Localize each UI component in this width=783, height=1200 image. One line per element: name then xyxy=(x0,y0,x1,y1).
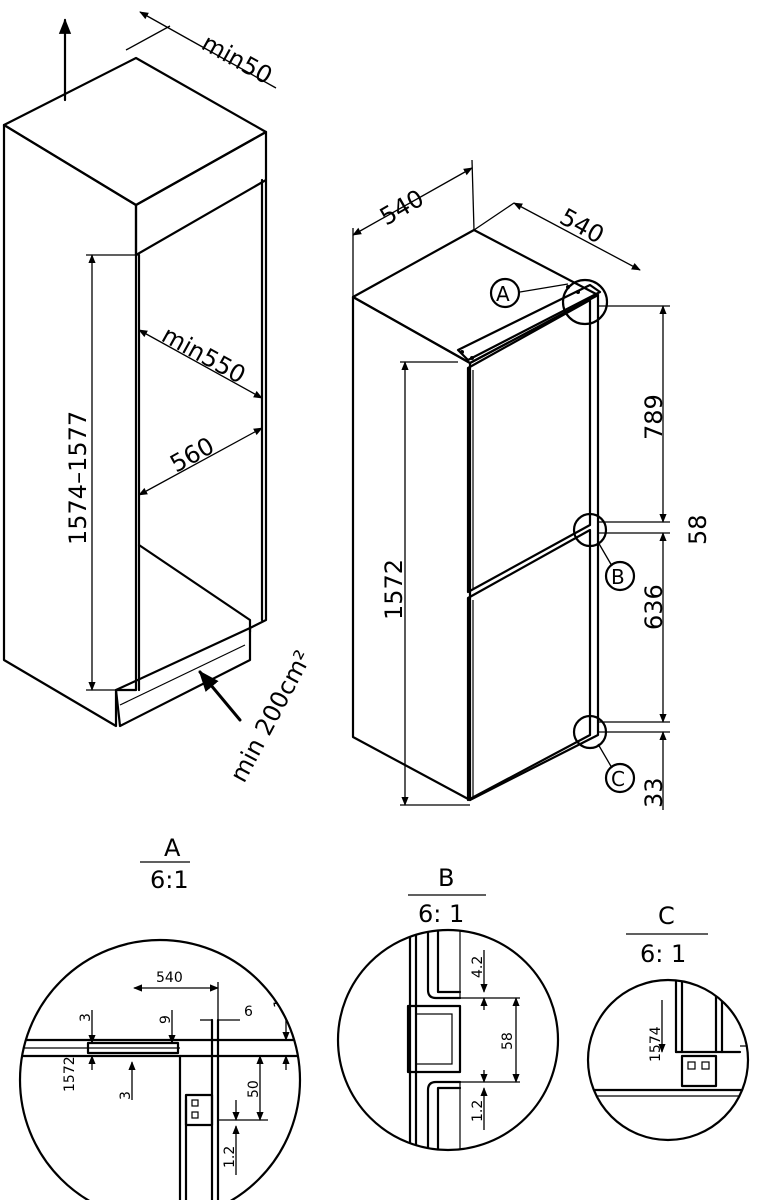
detail-a-scale: 6:1 xyxy=(150,866,189,894)
cabinet-top-face xyxy=(2,56,268,207)
appliance-upper-door xyxy=(466,298,592,594)
niche-height-label: 1574–1577 xyxy=(64,411,92,545)
detail-a-6: 6 xyxy=(244,1004,253,1020)
detail-c-8: 8 xyxy=(736,1127,752,1136)
lower-door-label: 636 xyxy=(640,584,668,630)
bottom-label: 33 xyxy=(640,777,668,808)
detail-c-scale: 6: 1 xyxy=(640,940,686,968)
detail-b-58: 58 xyxy=(500,1032,516,1050)
detail-b: B 6: 1 4.2 58 xyxy=(336,864,560,1152)
detail-c-height: 1574 xyxy=(648,1026,664,1062)
cabinet-plinth xyxy=(114,626,252,728)
detail-b-4-2: 4.2 xyxy=(470,956,486,978)
appliance-lower-door xyxy=(466,528,592,802)
detail-b-1-2: 1.2 xyxy=(470,1100,486,1122)
detail-a-title: A xyxy=(164,834,181,862)
cabinet-niche-view: min50 1574–1577 min550 560 min 200cm² xyxy=(2,11,317,787)
callout-a-label: A xyxy=(496,282,510,306)
detail-a-height: 1572 xyxy=(62,1056,78,1092)
detail-a: A 6:1 xyxy=(18,834,302,1200)
detail-a-1-2: 1.2 xyxy=(222,1146,238,1168)
gap-label: 58 xyxy=(684,514,712,545)
appliance-view: 540 540 1572 789 58 636 33 A B xyxy=(351,159,712,810)
detail-a-9: 9 xyxy=(158,1015,174,1024)
detail-b-scale: 6: 1 xyxy=(418,900,464,928)
detail-a-50: 50 xyxy=(246,1080,262,1098)
detail-a-3-bottom: 3 xyxy=(118,1091,134,1100)
detail-c-1-2: 1.2 xyxy=(738,1008,754,1030)
detail-c-title: C xyxy=(658,902,675,930)
appliance-width-label: 540 xyxy=(375,184,429,231)
detail-a-3-top: 3 xyxy=(78,1013,94,1022)
detail-b-title: B xyxy=(438,864,454,892)
upper-door-label: 789 xyxy=(640,394,668,440)
appliance-top-face xyxy=(351,228,600,365)
appliance-height-label: 1572 xyxy=(380,559,408,620)
callout-b-label: B xyxy=(611,565,625,589)
callout-c-label: C xyxy=(611,767,625,791)
appliance-depth-label: 540 xyxy=(555,203,609,250)
detail-c-25: 25 xyxy=(764,1062,780,1080)
ventilation-top-label: min50 xyxy=(197,29,277,90)
niche-depth-label: min550 xyxy=(157,321,250,390)
detail-a-width: 540 xyxy=(156,970,183,986)
niche-width-label: 560 xyxy=(165,432,219,479)
appliance-side xyxy=(351,295,472,802)
detail-c: C 6: 1 1574 1.2 25 8 xyxy=(586,902,780,1142)
cabinet-top-board xyxy=(134,130,268,257)
